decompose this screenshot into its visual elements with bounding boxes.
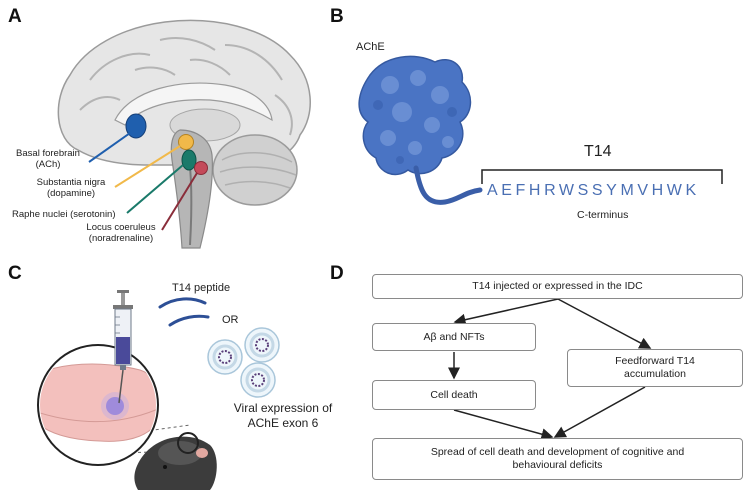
c-terminal-tail — [413, 165, 483, 205]
or-label: OR — [222, 314, 239, 326]
arrow-feedforward-to-spread — [553, 386, 646, 438]
panel-c-letter: C — [8, 263, 22, 284]
panel-b-letter: B — [330, 6, 344, 27]
basal-line — [88, 132, 131, 163]
panel-a-letter: A — [8, 6, 22, 27]
brain-illustration — [57, 19, 311, 249]
panel-d-letter: D — [330, 263, 344, 284]
box-cell-death: Cell death — [372, 380, 536, 410]
t14-title: T14 — [584, 143, 612, 160]
corpus-callosum — [114, 82, 273, 126]
nigra-line — [114, 145, 181, 188]
raphe-line — [126, 164, 184, 214]
gyri — [79, 37, 293, 136]
locus-line — [161, 172, 198, 231]
c-terminus-label: C-terminus — [577, 209, 629, 221]
ache-protein-illustration — [358, 55, 483, 205]
virus-3 — [240, 362, 276, 398]
tissue — [40, 363, 156, 442]
box-abeta-nfts: Aβ and NFTs — [372, 323, 536, 351]
t14-peptide-label: T14 peptide — [172, 282, 231, 294]
virus-2 — [244, 327, 280, 363]
arrow-top-to-feedforward — [557, 298, 652, 349]
label-locus-coeruleus: Locus coeruleus(noradrenaline) — [86, 222, 156, 244]
box-t14-injected: T14 injected or expressed in the IDC — [372, 274, 743, 299]
basal-forebrain-nucleus — [125, 113, 147, 139]
locus-coeruleus-nucleus — [194, 161, 208, 175]
arrow-celldeath-to-spread — [453, 409, 554, 440]
injection-illustration — [37, 290, 217, 490]
label-raphe-nuclei: Raphe nuclei (serotonin) — [12, 209, 116, 220]
virus-1 — [207, 339, 243, 375]
viral-particles — [207, 327, 280, 398]
t14-bracket — [481, 169, 723, 184]
syringe — [113, 290, 133, 404]
t14-sequence: AEFHRWSSYMVHWK — [487, 182, 700, 199]
label-substantia-nigra: Substantia nigra(dopamine) — [36, 177, 106, 199]
label-basal-forebrain: Basal forebrain(ACh) — [16, 148, 80, 170]
box-spread: Spread of cell death and development of … — [372, 438, 743, 480]
raphe-nuclei-nucleus — [181, 149, 197, 171]
mouse — [134, 432, 217, 490]
ache-label: AChE — [356, 41, 385, 53]
arrow-top-to-abeta — [453, 298, 559, 326]
substantia-nigra-nucleus — [178, 134, 194, 150]
peptide-strands — [158, 297, 210, 327]
cerebellum — [212, 134, 298, 206]
